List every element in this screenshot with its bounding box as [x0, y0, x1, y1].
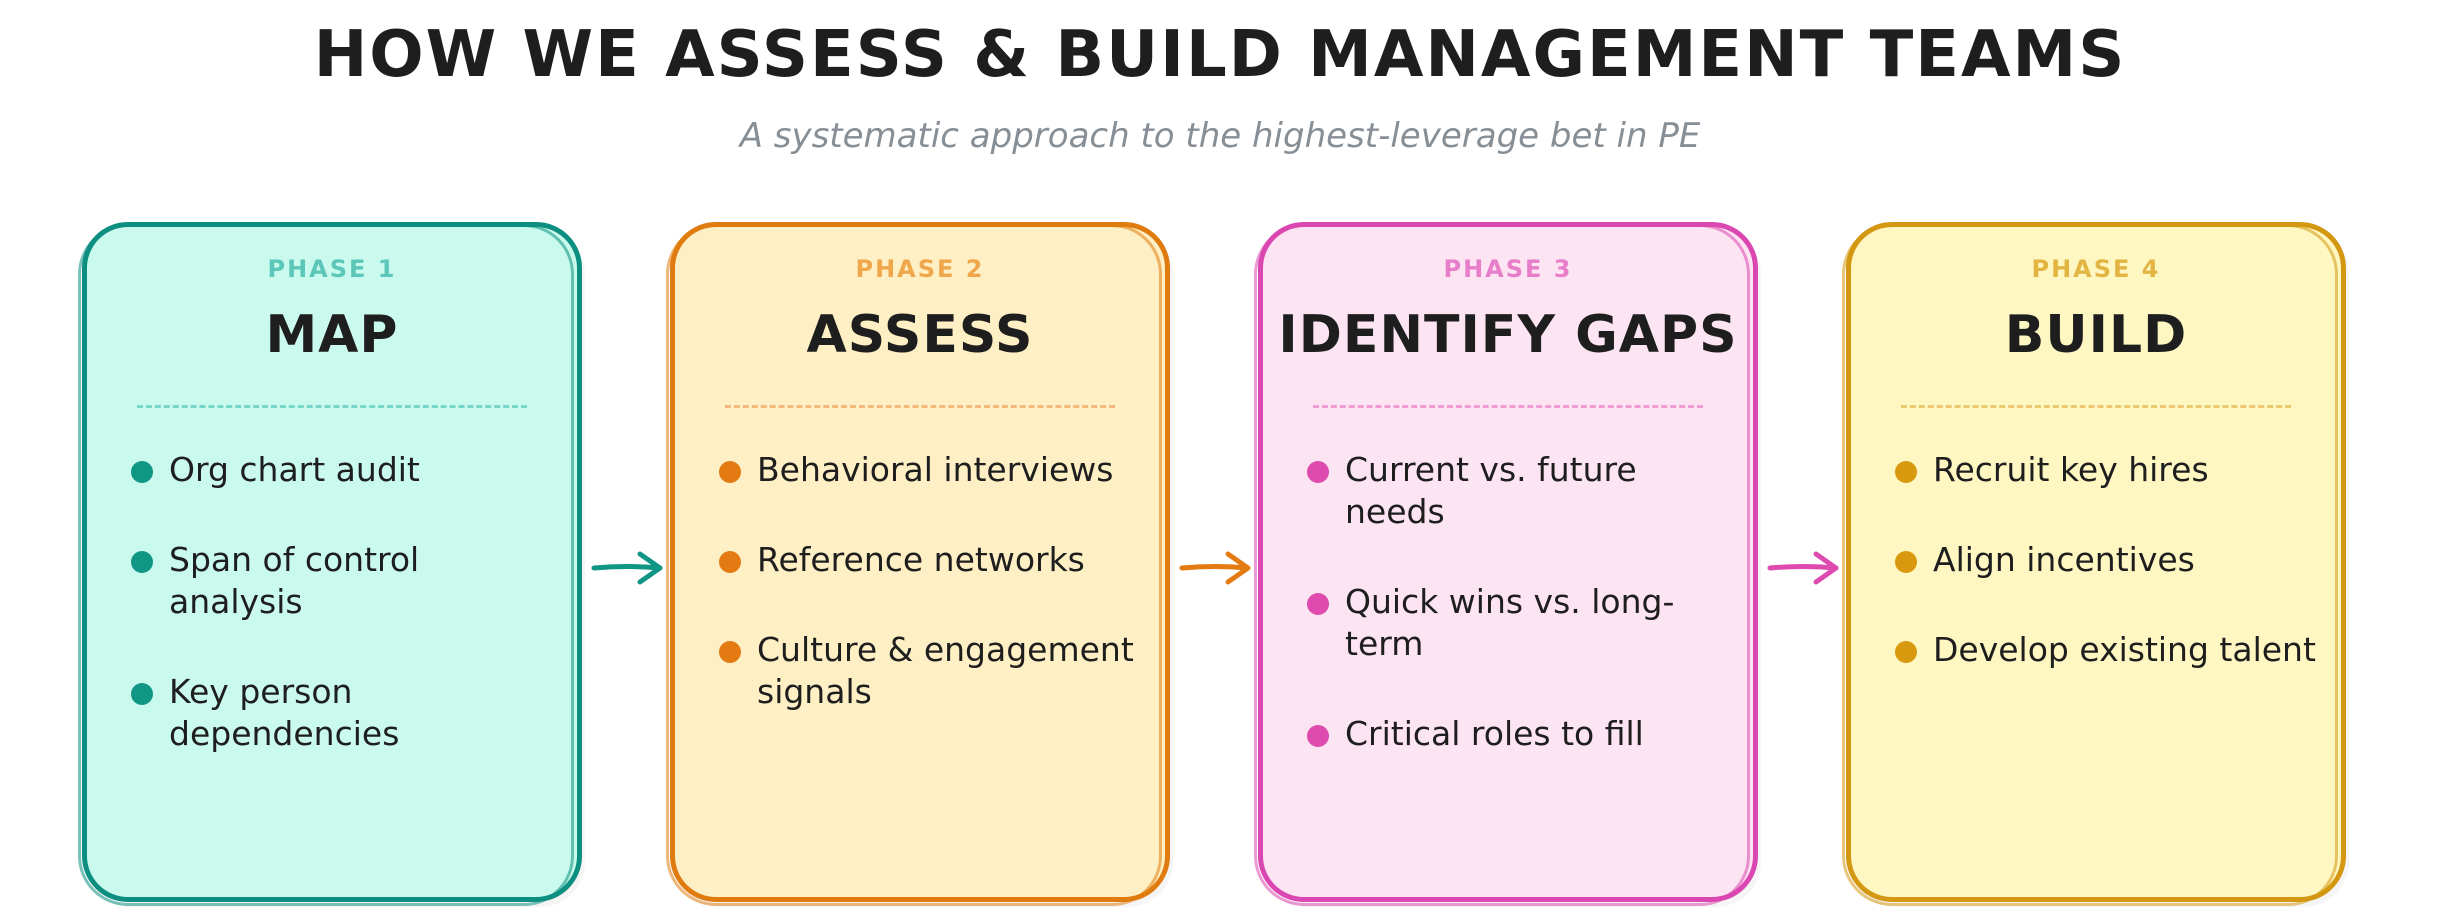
phase-label: PHASE 2	[855, 255, 985, 283]
bullet-item: Develop existing talent	[1893, 629, 2321, 671]
bullet-text: Critical roles to fill	[1345, 714, 1644, 753]
bullet-dot-icon	[1307, 461, 1329, 483]
bullet-item: Current vs. future needs	[1305, 449, 1733, 533]
dashed-divider	[1313, 405, 1703, 408]
bullet-dot-icon	[719, 641, 741, 663]
bullet-text: Org chart audit	[169, 450, 420, 489]
bullet-dot-icon	[1895, 461, 1917, 483]
bullet-item: Quick wins vs. long-term	[1305, 581, 1733, 665]
phase-title: IDENTIFY GAPS	[1278, 305, 1738, 365]
bullet-dot-icon	[1895, 551, 1917, 573]
bullet-dot-icon	[1895, 641, 1917, 663]
connector-arrow-1	[591, 551, 663, 585]
diagram-subtitle: A systematic approach to the highest-lev…	[739, 116, 1701, 156]
bullet-dot-icon	[131, 461, 153, 483]
bullet-dot-icon	[131, 683, 153, 705]
bullet-item: Recruit key hires	[1893, 449, 2321, 491]
phase-title: BUILD	[2004, 305, 2188, 365]
phase-title: ASSESS	[806, 305, 1034, 365]
bullet-text: Recruit key hires	[1933, 450, 2209, 489]
bullet-text: Current vs. future needs	[1345, 450, 1637, 531]
bullet-text: Behavioral interviews	[757, 450, 1114, 489]
phase-label: PHASE 1	[267, 255, 397, 283]
bullet-dot-icon	[719, 551, 741, 573]
dashed-divider	[1901, 405, 2291, 408]
phase-card-3: PHASE 3 IDENTIFY GAPS Current vs. future n…	[1254, 222, 1758, 906]
bullet-text: Culture & engagement signals	[757, 630, 1134, 711]
bullet-text: Key person dependencies	[169, 672, 400, 753]
connector-arrow-2	[1179, 551, 1251, 585]
phase-title: MAP	[265, 305, 399, 365]
bullet-text: Align incentives	[1933, 540, 2195, 579]
phase-label: PHASE 3	[1443, 255, 1573, 283]
bullet-dot-icon	[1307, 725, 1329, 747]
bullet-item: Behavioral interviews	[717, 449, 1145, 491]
bullet-item: Reference networks	[717, 539, 1145, 581]
bullet-item: Critical roles to fill	[1305, 713, 1733, 755]
bullet-text: Span of control analysis	[169, 540, 420, 621]
diagram-title: HOW WE ASSESS & BUILD MANAGEMENT TEAMS	[313, 18, 2127, 92]
bullet-item: Key person dependencies	[129, 671, 557, 755]
bullet-dot-icon	[131, 551, 153, 573]
bullet-item: Org chart audit	[129, 449, 557, 491]
bullet-dot-icon	[1307, 593, 1329, 615]
connector-arrow-3	[1767, 551, 1839, 585]
dashed-divider	[725, 405, 1115, 408]
phase-label: PHASE 4	[2031, 255, 2161, 283]
dashed-divider	[137, 405, 527, 408]
bullet-item: Culture & engagement signals	[717, 629, 1145, 713]
bullet-item: Align incentives	[1893, 539, 2321, 581]
bullet-dot-icon	[719, 461, 741, 483]
bullet-item: Span of control analysis	[129, 539, 557, 623]
bullet-text: Quick wins vs. long-term	[1345, 582, 1675, 663]
bullet-text: Develop existing talent	[1933, 630, 2316, 669]
bullet-text: Reference networks	[757, 540, 1085, 579]
